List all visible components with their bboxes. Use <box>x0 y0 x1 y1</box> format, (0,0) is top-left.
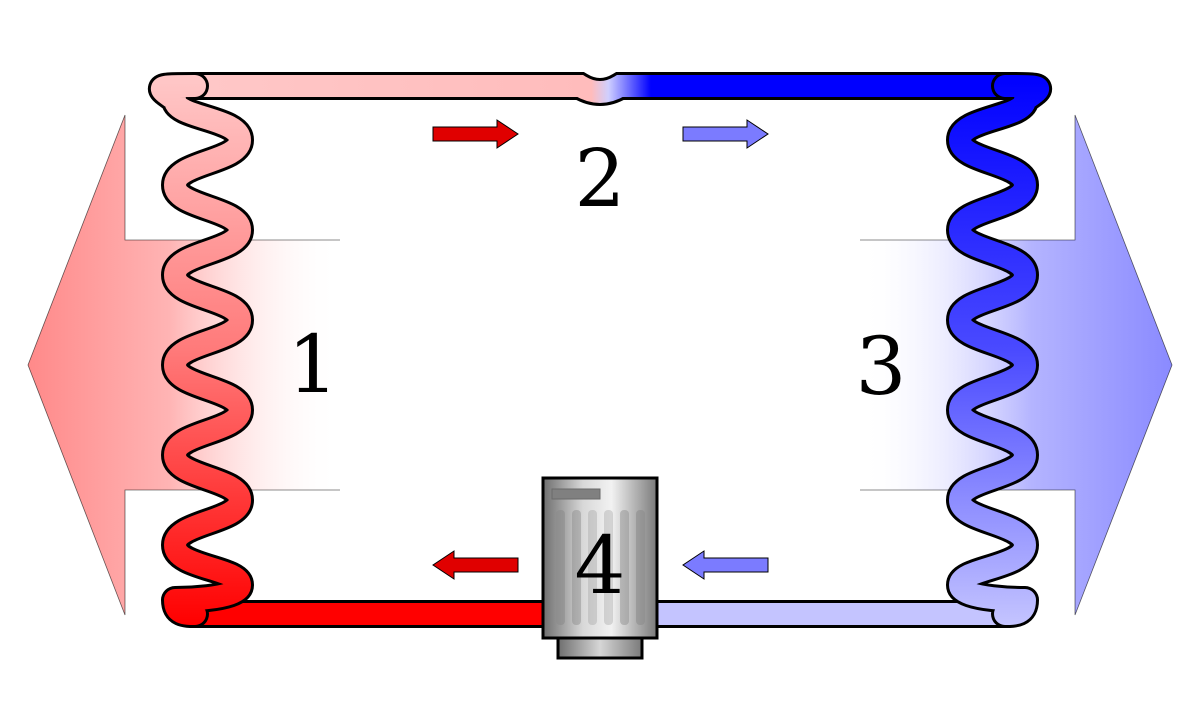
top-pipe <box>181 72 1019 106</box>
label-expansion-valve: 2 <box>575 132 626 225</box>
heat-release-arrow-outline <box>27 114 340 616</box>
label-compressor: 4 <box>575 519 626 612</box>
label-condenser: 1 <box>288 318 339 411</box>
flow-arrow-bottom-hot <box>432 550 519 580</box>
label-evaporator: 3 <box>856 320 907 413</box>
evaporator-coil <box>946 72 1053 628</box>
heat-absorb-arrow-outline <box>860 114 1173 616</box>
condenser-coil <box>147 72 254 628</box>
flow-arrow-bottom-cold <box>682 550 769 580</box>
flow-arrow-top-hot <box>432 119 519 149</box>
flow-arrow-top-cold <box>682 119 769 149</box>
compressor-icon <box>541 476 659 660</box>
